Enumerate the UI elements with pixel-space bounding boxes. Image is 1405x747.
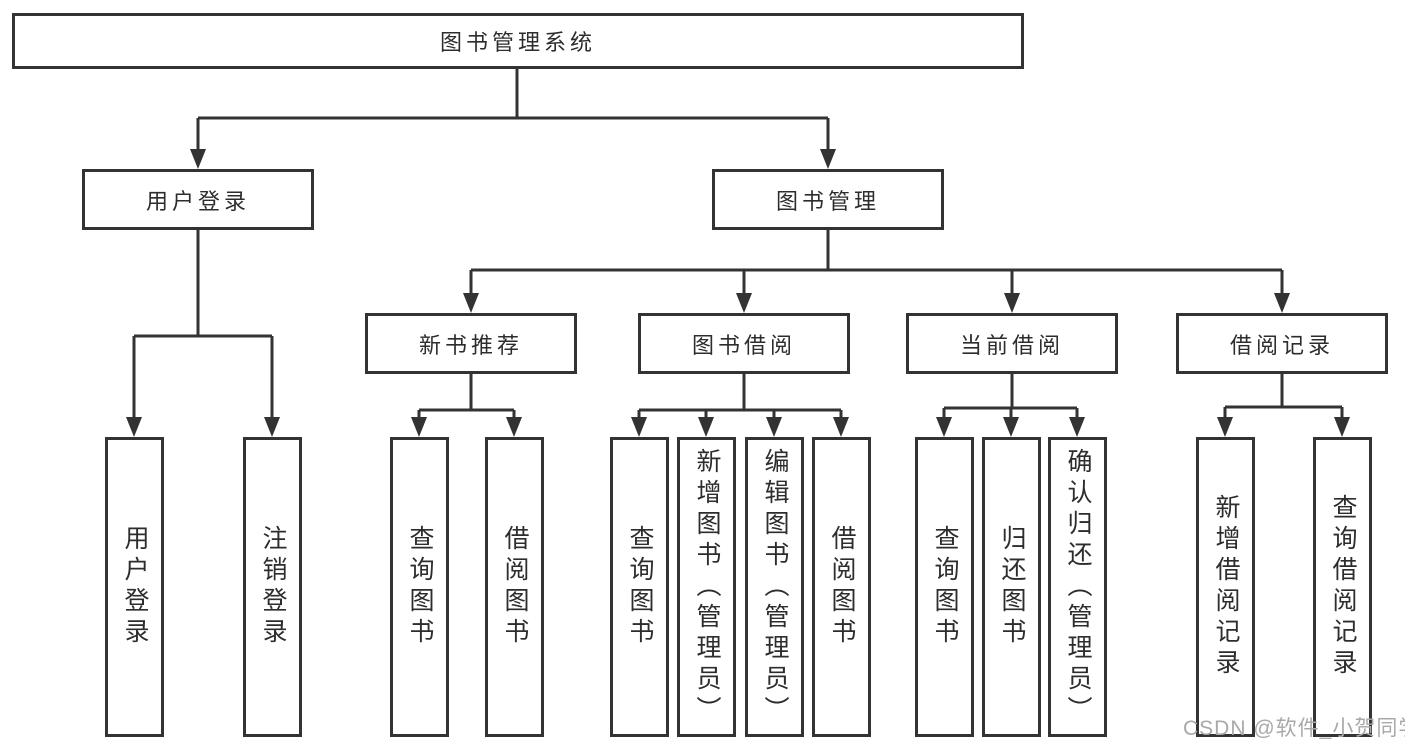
node-current-borrow: 当前借阅 (906, 313, 1118, 374)
leaf-label: 查询图书 (931, 525, 959, 649)
arrowheads (126, 149, 1350, 437)
leaf-return-books: 归还图书 (982, 437, 1041, 737)
leaf-query-books-borrow: 查询图书 (610, 437, 669, 737)
leaf-label: 借阅图书 (501, 525, 529, 649)
leaf-query-borrow-record: 查询借阅记录 (1313, 437, 1372, 737)
leaf-label: 注销登录 (259, 525, 287, 649)
leaf-logout: 注销登录 (243, 437, 302, 737)
node-borrow-records: 借阅记录 (1176, 313, 1388, 374)
leaf-label: 借阅图书 (828, 525, 856, 649)
node-library-system: 图书管理系统 (12, 13, 1024, 69)
leaf-borrow-books-recommend: 借阅图书 (485, 437, 544, 737)
leaf-label: 归还图书 (998, 525, 1026, 649)
leaf-label: 查询图书 (406, 525, 434, 649)
leaf-borrow-books: 借阅图书 (812, 437, 871, 737)
node-book-borrow: 图书借阅 (638, 313, 850, 374)
leaf-confirm-return-admin: 确认归还（管理员） (1048, 437, 1107, 737)
leaf-user-login: 用户登录 (105, 437, 164, 737)
node-user-login: 用户登录 (82, 169, 314, 230)
node-book-management: 图书管理 (712, 169, 944, 230)
leaf-label: 查询借阅记录 (1329, 494, 1357, 680)
leaf-edit-books-admin: 编辑图书（管理员） (745, 437, 804, 737)
leaf-label: 确认归还（管理员） (1064, 447, 1092, 727)
leaf-query-books-recommend: 查询图书 (390, 437, 449, 737)
leaf-label: 用户登录 (121, 525, 149, 649)
leaf-label: 新增借阅记录 (1212, 494, 1240, 680)
csdn-watermark: CSDN @软件_小贺同学 (1183, 717, 1405, 740)
leaf-add-borrow-record: 新增借阅记录 (1196, 437, 1255, 737)
leaf-label: 新增图书（管理员） (693, 447, 721, 727)
leaf-query-books-current: 查询图书 (915, 437, 974, 737)
leaf-label: 查询图书 (626, 525, 654, 649)
leaf-label: 编辑图书（管理员） (761, 447, 789, 727)
leaf-add-books-admin: 新增图书（管理员） (677, 437, 736, 737)
node-new-book-recommend: 新书推荐 (365, 313, 577, 374)
